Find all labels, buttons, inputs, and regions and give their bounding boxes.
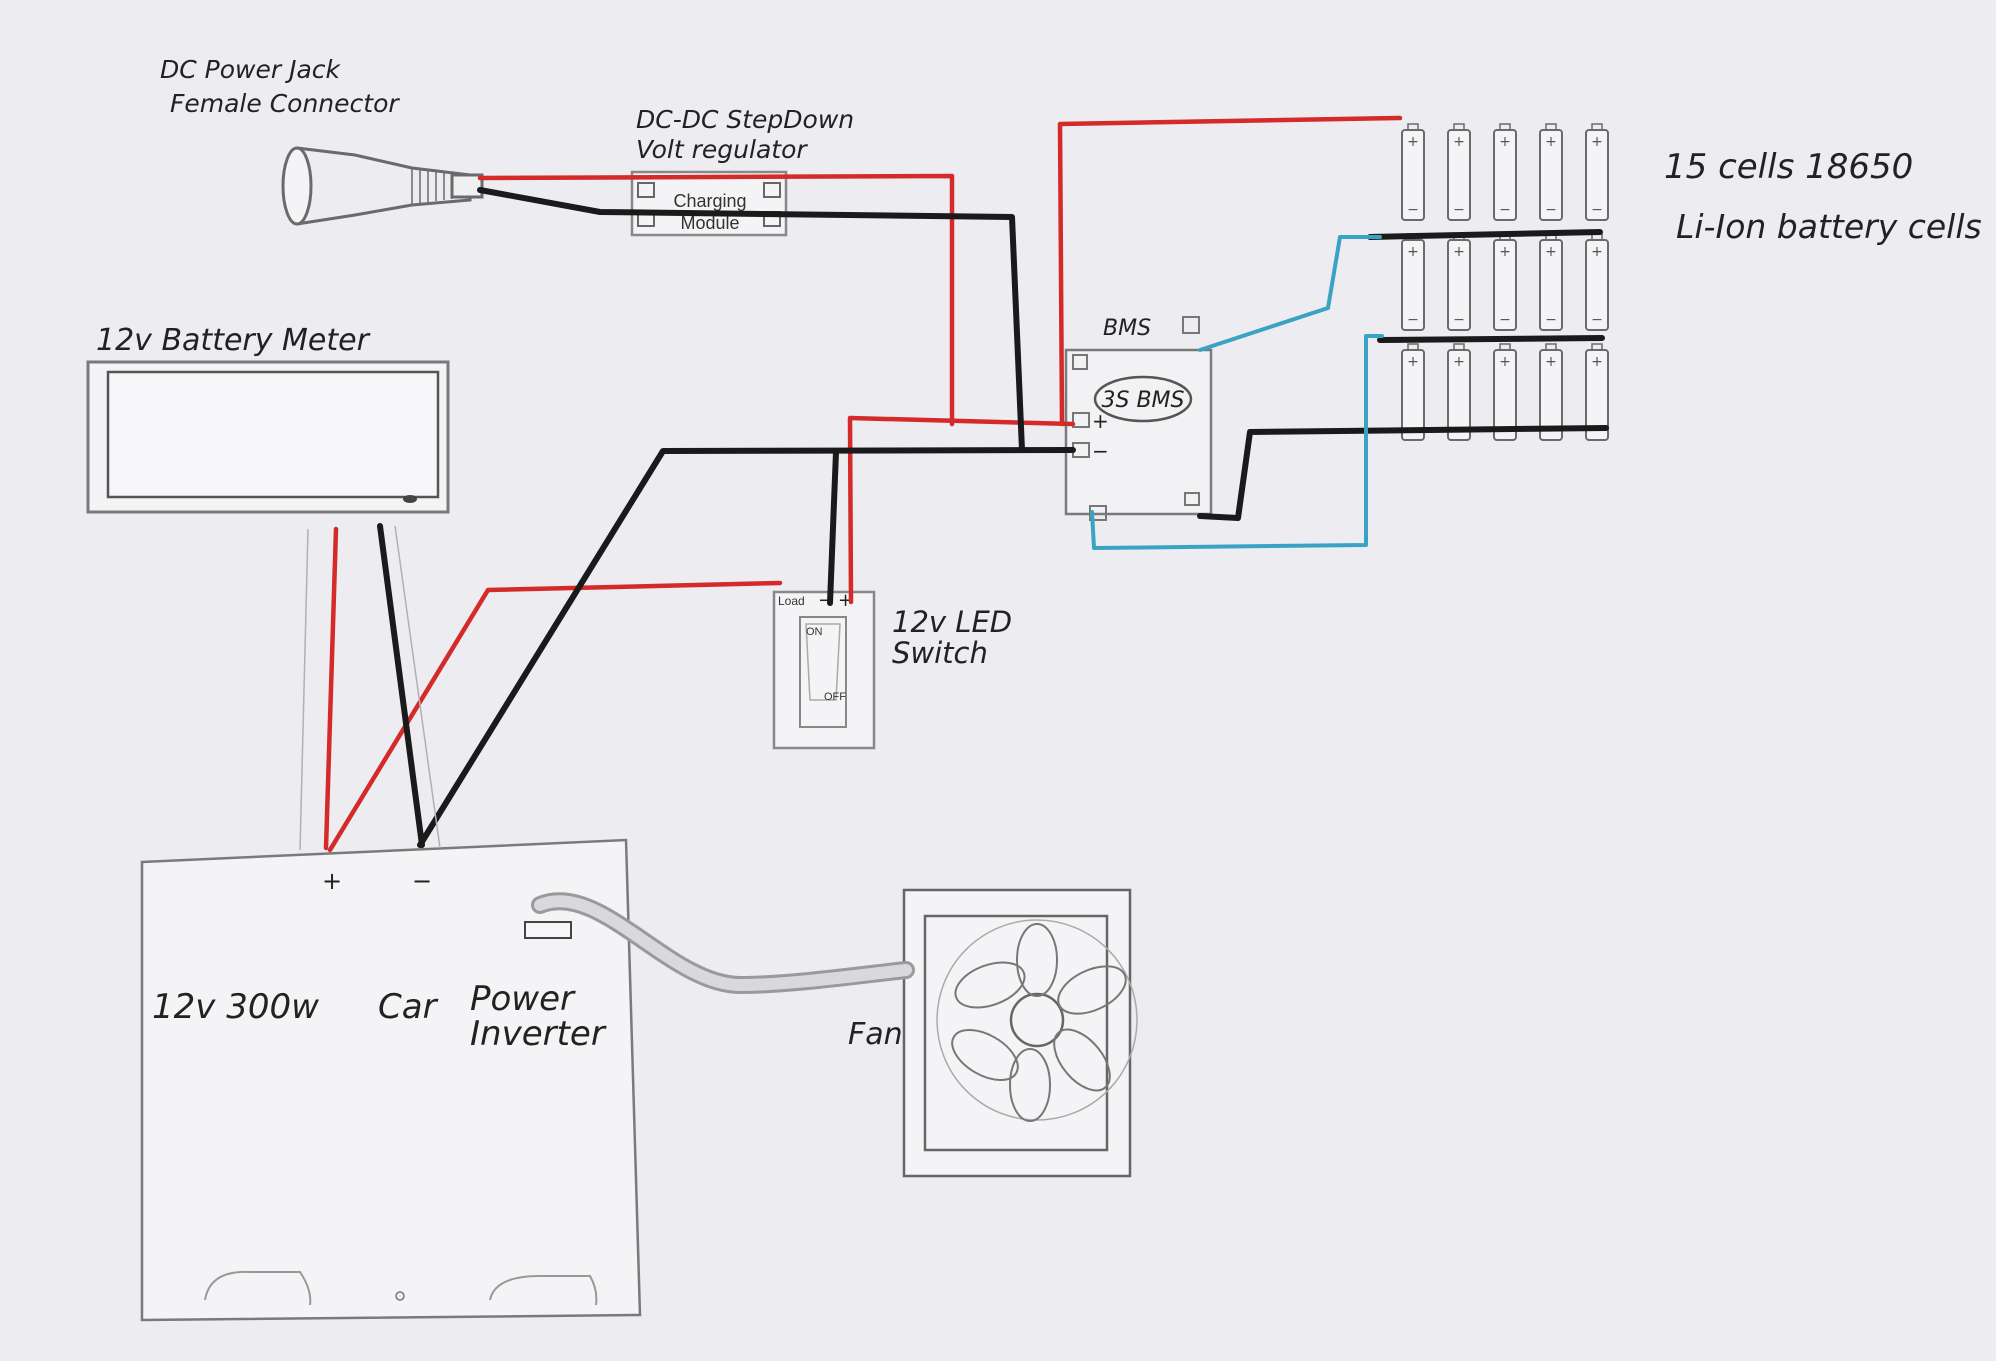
cell-minus-label: − xyxy=(1453,202,1465,218)
stepdown-label-2: Volt regulator xyxy=(636,135,808,164)
bms-minus-label: − xyxy=(1092,439,1109,463)
bms-label: BMS xyxy=(1103,316,1151,341)
wire-black-inverter-to-bms xyxy=(417,447,1076,848)
inverter-label-2: Car xyxy=(378,987,439,1027)
battery-cell: +− xyxy=(1401,343,1425,441)
cell-minus-label: − xyxy=(1545,312,1557,328)
battery-cell: +− xyxy=(1401,123,1425,221)
battery-cells: +−+−+−+−+−+−+−+−+−+−+−+−+−+−+− xyxy=(1401,123,1609,441)
bms-board xyxy=(1064,316,1213,521)
wire-black-cells-bridge-1 xyxy=(1367,229,1603,240)
pencil-line-1 xyxy=(299,528,309,851)
cell-minus-label: − xyxy=(1407,312,1419,328)
dc-jack-label-2: Female Connector xyxy=(170,89,400,118)
wire-black-switch-to-bms xyxy=(827,449,839,606)
fan-cable-inner xyxy=(534,895,912,992)
switch-off-label: OFF xyxy=(824,691,846,703)
dc-power-jack xyxy=(281,146,484,226)
wire-red-switch-to-bms xyxy=(847,415,1076,605)
cell-plus-label: + xyxy=(1453,134,1465,150)
led-switch xyxy=(772,590,876,750)
cell-plus-label: + xyxy=(1545,244,1557,260)
cells-label-2: Li-Ion battery cells xyxy=(1676,207,1982,246)
dc-jack-label-1: DC Power Jack xyxy=(160,55,342,84)
cell-plus-label: + xyxy=(1453,354,1465,370)
cell-plus-label: + xyxy=(1407,354,1419,370)
cell-minus-label: − xyxy=(1453,312,1465,328)
switch-on-label: ON xyxy=(806,626,823,638)
charging-module-label-2: Module xyxy=(680,213,739,233)
battery-cell: +− xyxy=(1493,343,1517,441)
battery-cell: +− xyxy=(1447,123,1471,221)
wire-black-meter-to-inverter xyxy=(377,523,425,848)
cell-minus-label: − xyxy=(1407,202,1419,218)
switch-label-1: 12v LED xyxy=(892,605,1012,639)
cell-plus-label: + xyxy=(1545,354,1557,370)
bms-plus-label: + xyxy=(1092,409,1109,433)
inverter-label-1: 12v 300w xyxy=(152,987,319,1027)
battery-cell: +− xyxy=(1539,233,1563,331)
charging-module xyxy=(630,170,788,237)
inverter-minus-label: − xyxy=(412,867,432,895)
bms-chip-label: 3S BMS xyxy=(1102,388,1185,413)
switch-load-label: Load xyxy=(778,594,805,608)
cell-plus-label: + xyxy=(1407,244,1419,260)
cell-plus-label: + xyxy=(1499,354,1511,370)
switch-label-2: Switch xyxy=(892,636,988,670)
inverter-label-4: Inverter xyxy=(470,1014,607,1054)
cell-minus-label: − xyxy=(1591,312,1603,328)
fan-blades xyxy=(951,923,1127,1122)
cell-plus-label: + xyxy=(1499,134,1511,150)
battery-cell: +− xyxy=(1493,233,1517,331)
power-inverter xyxy=(140,838,642,1322)
battery-cell: +− xyxy=(1493,123,1517,221)
cell-plus-label: + xyxy=(1453,244,1465,260)
inverter-plus-label: + xyxy=(322,867,342,895)
charging-module-label-1: Charging xyxy=(673,191,746,211)
wire-black-bms-to-cells xyxy=(1197,425,1609,521)
cell-plus-label: + xyxy=(1591,354,1603,370)
cell-minus-label: − xyxy=(1545,202,1557,218)
cell-plus-label: + xyxy=(1591,134,1603,150)
cells-label-1: 15 cells 18650 xyxy=(1664,147,1913,187)
wire-red-inverter-to-switch xyxy=(327,580,783,853)
cell-minus-label: − xyxy=(1499,202,1511,218)
cell-plus-label: + xyxy=(1407,134,1419,150)
battery-cell: +− xyxy=(1447,233,1471,331)
stepdown-label-1: DC-DC StepDown xyxy=(636,105,854,134)
wire-blue-bms-balance-1 xyxy=(1198,235,1382,352)
cell-minus-label: − xyxy=(1591,202,1603,218)
wire-black-cells-bridge-2 xyxy=(1377,335,1605,343)
cell-plus-label: + xyxy=(1499,244,1511,260)
inverter-label-3: Power xyxy=(470,979,576,1019)
cell-plus-label: + xyxy=(1591,244,1603,260)
battery-cell: +− xyxy=(1585,123,1609,221)
cell-minus-label: − xyxy=(1499,312,1511,328)
battery-cell: +− xyxy=(1447,343,1471,441)
battery-meter xyxy=(86,360,450,514)
meter-label: 12v Battery Meter xyxy=(96,323,371,358)
wire-black-jack-to-stepdown xyxy=(477,187,1025,453)
wire-blue-bms-balance-2 xyxy=(1090,334,1384,550)
battery-cell: +− xyxy=(1585,233,1609,331)
pencil-line-2 xyxy=(394,525,441,849)
wire-red-bms-to-cells xyxy=(1057,115,1403,427)
fan-label: Fan xyxy=(848,1017,903,1052)
wire-red-meter-to-inverter xyxy=(323,526,339,851)
fan xyxy=(902,888,1138,1178)
battery-cell: +− xyxy=(1539,123,1563,221)
wire-red-jack-to-stepdown xyxy=(477,173,955,427)
battery-cell: +− xyxy=(1401,233,1425,331)
cell-plus-label: + xyxy=(1545,134,1557,150)
